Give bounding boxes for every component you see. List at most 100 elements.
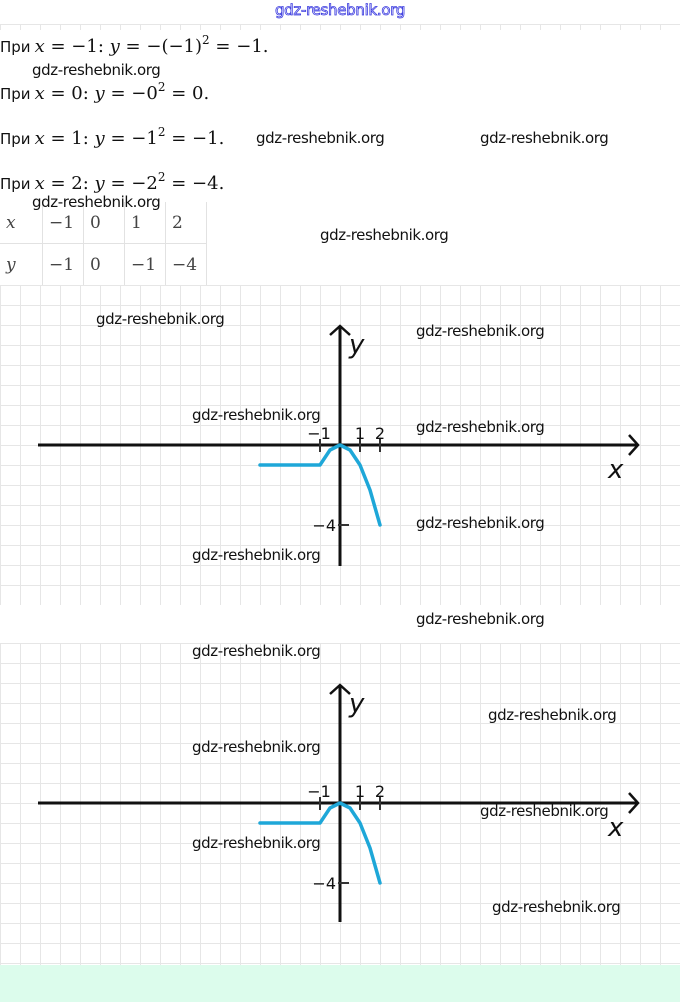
watermark: gdz-reshebnik.org xyxy=(416,514,545,532)
watermark: gdz-reshebnik.org xyxy=(192,642,321,660)
result: −1 xyxy=(236,36,263,57)
watermark: gdz-reshebnik.org xyxy=(320,226,449,244)
colon: : xyxy=(97,36,104,57)
eq-sign: = xyxy=(171,128,187,149)
eq-sign: = xyxy=(50,173,66,194)
watermark: gdz-reshebnik.org xyxy=(416,418,545,436)
expression: −(−1) xyxy=(146,36,203,57)
var-y: y xyxy=(94,128,105,149)
bottom-band xyxy=(0,965,680,1002)
watermark: gdz-reshebnik.org xyxy=(416,610,545,628)
x-tick-label: 2 xyxy=(375,424,385,443)
header-grid-strip xyxy=(0,24,680,30)
series-line xyxy=(258,801,382,885)
var-x: x xyxy=(34,36,45,57)
y-axis-arrow-icon xyxy=(329,683,351,695)
table-cell: −1 xyxy=(42,243,84,286)
var-x: x xyxy=(34,173,45,194)
y-axis-label: y xyxy=(348,689,365,719)
expression: −0 xyxy=(131,83,158,104)
colon: : xyxy=(82,83,89,104)
colon: : xyxy=(82,173,89,194)
watermark: gdz-reshebnik.org xyxy=(492,898,621,916)
table-cell: 2 xyxy=(165,202,207,244)
x-axis-arrow-icon xyxy=(628,792,640,814)
x-value: 2 xyxy=(71,173,83,194)
expression: −2 xyxy=(131,173,158,194)
eq-sign: = xyxy=(171,173,187,194)
x-tick-label: 2 xyxy=(375,782,385,801)
x-tick-label: −1 xyxy=(307,424,331,443)
result: −1 xyxy=(192,128,219,149)
eq-sign: = xyxy=(110,173,126,194)
eq-sign: = xyxy=(215,36,231,57)
period: . xyxy=(203,83,210,104)
x-value: 1 xyxy=(71,128,83,149)
y-tick-label: −4 xyxy=(312,874,336,893)
x-tick-label: 1 xyxy=(355,782,365,801)
calc-prefix: При xyxy=(0,175,31,193)
var-y: y xyxy=(94,83,105,104)
table-cell: −4 xyxy=(165,243,207,286)
table-row-y: y −1 0 −1 −4 xyxy=(0,243,207,286)
eq-sign: = xyxy=(125,36,141,57)
result: 0 xyxy=(192,83,204,104)
watermark: gdz-reshebnik.org xyxy=(488,706,617,724)
x-value: −1 xyxy=(71,36,98,57)
power: 2 xyxy=(202,33,210,47)
y-axis-arrow-icon xyxy=(329,324,351,336)
colon: : xyxy=(82,128,89,149)
watermark: gdz-reshebnik.org xyxy=(192,834,321,852)
eq-sign: = xyxy=(50,36,66,57)
var-x: x xyxy=(34,128,45,149)
values-table: x −1 0 1 2 y −1 0 −1 −4 xyxy=(0,202,207,286)
watermark: gdz-reshebnik.org xyxy=(480,129,609,147)
series-line xyxy=(258,443,382,527)
table-cell: −1 xyxy=(124,243,166,286)
watermark: gdz-reshebnik.org xyxy=(256,129,385,147)
table-row-x: x −1 0 1 2 xyxy=(0,202,207,244)
x-axis-arrow-icon xyxy=(628,434,640,456)
watermark: gdz-reshebnik.org xyxy=(480,802,609,820)
watermark: gdz-reshebnik.org xyxy=(192,406,321,424)
x-value: 0 xyxy=(71,83,83,104)
x-tick-label: −1 xyxy=(307,782,331,801)
calc-prefix: При xyxy=(0,85,31,103)
x-axis-label: x xyxy=(607,813,624,843)
x-axis-label: x xyxy=(607,455,624,485)
eq-sign: = xyxy=(50,83,66,104)
var-y: y xyxy=(94,173,105,194)
watermark: gdz-reshebnik.org xyxy=(416,322,545,340)
calc-prefix: При xyxy=(0,130,31,148)
table-cell: 0 xyxy=(83,243,125,286)
watermark: gdz-reshebnik.org xyxy=(32,193,161,211)
watermark: gdz-reshebnik.org xyxy=(192,546,321,564)
calc-prefix: При xyxy=(0,38,31,56)
var-y: y xyxy=(109,36,120,57)
y-tick-label: −4 xyxy=(312,516,336,535)
power: 2 xyxy=(157,80,166,94)
table-row-label: y xyxy=(0,243,43,286)
table-row-label: x xyxy=(0,202,43,244)
power: 2 xyxy=(157,170,166,184)
expression: −1 xyxy=(131,128,158,149)
table-cell: 1 xyxy=(124,202,166,244)
header-watermark: gdz-reshebnik.org xyxy=(274,1,406,20)
watermark: gdz-reshebnik.org xyxy=(192,738,321,756)
result: −4 xyxy=(192,173,219,194)
x-tick-label: 1 xyxy=(355,424,365,443)
eq-sign: = xyxy=(110,83,126,104)
period: . xyxy=(262,36,269,57)
eq-sign: = xyxy=(50,128,66,149)
power: 2 xyxy=(157,125,166,139)
watermark: gdz-reshebnik.org xyxy=(32,61,161,79)
eq-sign: = xyxy=(171,83,187,104)
y-axis-label: y xyxy=(348,330,365,360)
var-x: x xyxy=(34,83,45,104)
period: . xyxy=(218,128,225,149)
